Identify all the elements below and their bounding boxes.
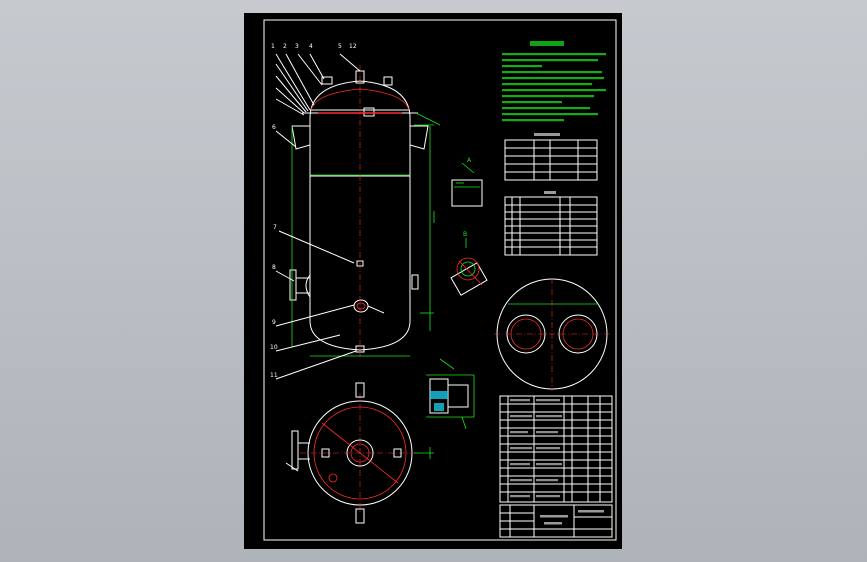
level-nozzle	[411, 274, 419, 290]
inlet-pipe	[353, 299, 369, 313]
plan-lug-bottom	[355, 508, 365, 524]
detail-b: B	[450, 231, 488, 296]
leader-lines	[275, 53, 361, 380]
support-lug-left	[291, 125, 311, 150]
tag-5: 5	[338, 43, 342, 50]
side-nozzle-flange	[289, 269, 297, 301]
flange-detail	[426, 358, 475, 430]
top-nozzle-left	[321, 76, 333, 85]
bottom-head	[309, 320, 411, 351]
tag-8: 8	[272, 264, 276, 271]
section-view	[494, 278, 610, 391]
vessel-drawing: 1 2 3 4 5 6 7 8 9 10 11 12	[263, 19, 617, 541]
plan-lug-top	[355, 382, 365, 398]
drawing-frame	[263, 19, 617, 541]
bill-of-materials	[499, 395, 613, 503]
technical-requirements-block	[502, 41, 606, 122]
tag-3: 3	[295, 43, 299, 50]
tag-9: 9	[272, 319, 276, 326]
part-tags: 1 2 3 4 5 6 7 8 9 10 11 12	[270, 43, 357, 379]
vessel-elevation	[289, 65, 429, 358]
drawing-sheet: 1 2 3 4 5 6 7 8 9 10 11 12	[244, 13, 622, 549]
nozzle-table	[504, 191, 598, 256]
tag-7: 7	[273, 224, 277, 231]
detail-a: A	[451, 157, 483, 207]
support-lug-right	[409, 125, 429, 150]
tag-2: 2	[283, 43, 287, 50]
tag-1: 1	[271, 43, 275, 50]
tag-12: 12	[349, 43, 357, 50]
title-block	[499, 504, 613, 538]
tag-4: 4	[309, 43, 313, 50]
tag-6: 6	[272, 124, 276, 131]
tag-11: 11	[270, 372, 278, 379]
elevation-dimensions	[291, 112, 441, 357]
plan-view	[285, 382, 434, 524]
design-data-table	[504, 133, 598, 181]
manway	[363, 107, 375, 117]
top-nozzle-right	[383, 76, 393, 86]
tag-a: A	[467, 157, 472, 164]
tag-10: 10	[270, 344, 278, 351]
tag-b: B	[463, 231, 467, 238]
